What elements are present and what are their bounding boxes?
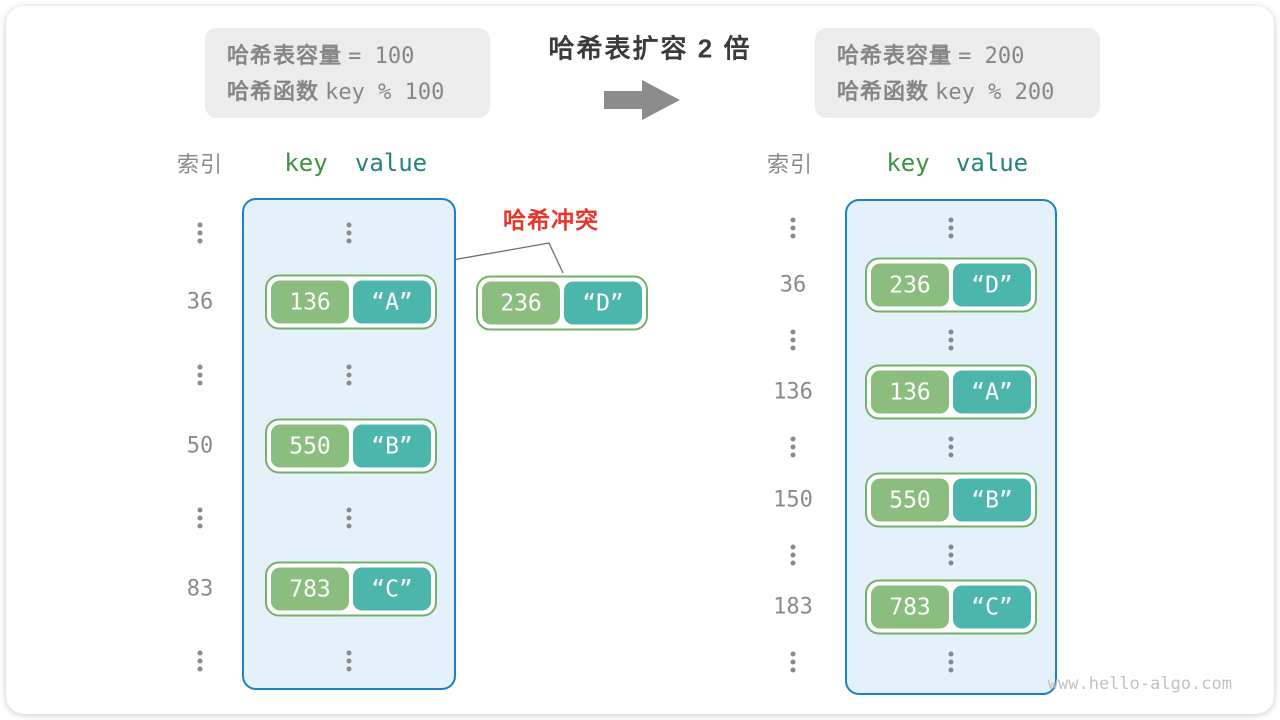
pair-783-C: 783 “C” bbox=[265, 561, 437, 617]
pair-key: 783 bbox=[271, 567, 349, 611]
capacity-value: = 200 bbox=[958, 44, 1025, 69]
pair-value: “B” bbox=[353, 424, 431, 468]
pair-value: “D” bbox=[564, 281, 642, 325]
pair-key: 136 bbox=[871, 370, 949, 414]
hash-fn-value: key % 200 bbox=[935, 80, 1055, 105]
pair-value: “C” bbox=[353, 567, 431, 611]
pair-key: 783 bbox=[871, 585, 949, 629]
right-index-150: 150 bbox=[773, 487, 813, 513]
left-key-header: key bbox=[284, 149, 328, 177]
collision-label: 哈希冲突 bbox=[503, 207, 599, 233]
capacity-info-box-right: 哈希表容量 = 200 哈希函数 key % 200 bbox=[815, 28, 1100, 118]
pair-value: “A” bbox=[353, 280, 431, 324]
hash-fn-value: key % 100 bbox=[325, 80, 445, 105]
left-index-ellipsis bbox=[197, 220, 203, 247]
hash-fn-label: 哈希函数 bbox=[837, 79, 930, 104]
pair-136-A: 136 “A” bbox=[265, 274, 437, 330]
left-index-header: 索引 bbox=[176, 152, 224, 177]
pair-key: 550 bbox=[871, 478, 949, 522]
watermark: www.hello-algo.com bbox=[1047, 674, 1232, 694]
left-index-83: 83 bbox=[186, 576, 214, 602]
capacity-info-box-left: 哈希表容量 = 100 哈希函数 key % 100 bbox=[205, 28, 490, 118]
hash-fn-label: 哈希函数 bbox=[227, 79, 320, 104]
pair-key: 236 bbox=[482, 281, 560, 325]
figure-card: 哈希表容量 = 100 哈希函数 key % 100 哈希表扩容 2 倍 哈希表… bbox=[6, 6, 1274, 714]
pair-783-C: 783 “C” bbox=[865, 579, 1037, 635]
right-bucket-ellipsis bbox=[948, 649, 954, 676]
pair-value: “B” bbox=[953, 478, 1031, 522]
pair-value: “C” bbox=[953, 585, 1031, 629]
right-index-ellipsis bbox=[790, 649, 796, 676]
left-index-ellipsis bbox=[197, 362, 203, 389]
right-index-36: 36 bbox=[779, 272, 807, 298]
right-bucket-ellipsis bbox=[948, 327, 954, 354]
right-index-183: 183 bbox=[773, 594, 813, 620]
left-bucket-ellipsis bbox=[346, 220, 352, 247]
right-index-ellipsis bbox=[790, 327, 796, 354]
right-index-ellipsis bbox=[790, 434, 796, 461]
pair-key: 136 bbox=[271, 280, 349, 324]
pair-value: “A” bbox=[953, 370, 1031, 414]
right-index-ellipsis bbox=[790, 215, 796, 242]
right-bucket-ellipsis bbox=[948, 215, 954, 242]
pair-550-B: 550 “B” bbox=[865, 472, 1037, 528]
capacity-label: 哈希表容量 bbox=[227, 43, 343, 68]
capacity-value: = 100 bbox=[348, 44, 415, 69]
pair-550-B: 550 “B” bbox=[265, 418, 437, 474]
pair-236-D-colliding: 236 “D” bbox=[476, 275, 648, 331]
right-index-ellipsis bbox=[790, 542, 796, 569]
left-index-ellipsis bbox=[197, 648, 203, 675]
pair-236-D: 236 “D” bbox=[865, 257, 1037, 313]
right-index-136: 136 bbox=[773, 379, 813, 405]
left-bucket-ellipsis bbox=[346, 362, 352, 389]
pair-136-A: 136 “A” bbox=[865, 364, 1037, 420]
capacity-line: 哈希表容量 = 100 bbox=[227, 38, 490, 74]
right-bucket-ellipsis bbox=[948, 542, 954, 569]
hash-fn-line: 哈希函数 key % 200 bbox=[837, 74, 1100, 110]
expand-title: 哈希表扩容 2 倍 bbox=[548, 33, 752, 64]
right-index-header: 索引 bbox=[766, 152, 814, 177]
pair-key: 550 bbox=[271, 424, 349, 468]
left-value-header: value bbox=[354, 149, 428, 177]
hash-fn-line: 哈希函数 key % 100 bbox=[227, 74, 490, 110]
left-bucket-ellipsis bbox=[346, 648, 352, 675]
capacity-line: 哈希表容量 = 200 bbox=[837, 38, 1100, 74]
left-bucket-ellipsis bbox=[346, 505, 352, 532]
left-index-36: 36 bbox=[186, 289, 214, 315]
expand-arrow-icon bbox=[604, 80, 680, 120]
capacity-label: 哈希表容量 bbox=[837, 43, 953, 68]
pair-value: “D” bbox=[953, 263, 1031, 307]
right-value-header: value bbox=[955, 149, 1029, 177]
right-key-header: key bbox=[886, 149, 930, 177]
pair-key: 236 bbox=[871, 263, 949, 307]
right-bucket-ellipsis bbox=[948, 434, 954, 461]
left-index-50: 50 bbox=[186, 433, 214, 459]
left-index-ellipsis bbox=[197, 505, 203, 532]
